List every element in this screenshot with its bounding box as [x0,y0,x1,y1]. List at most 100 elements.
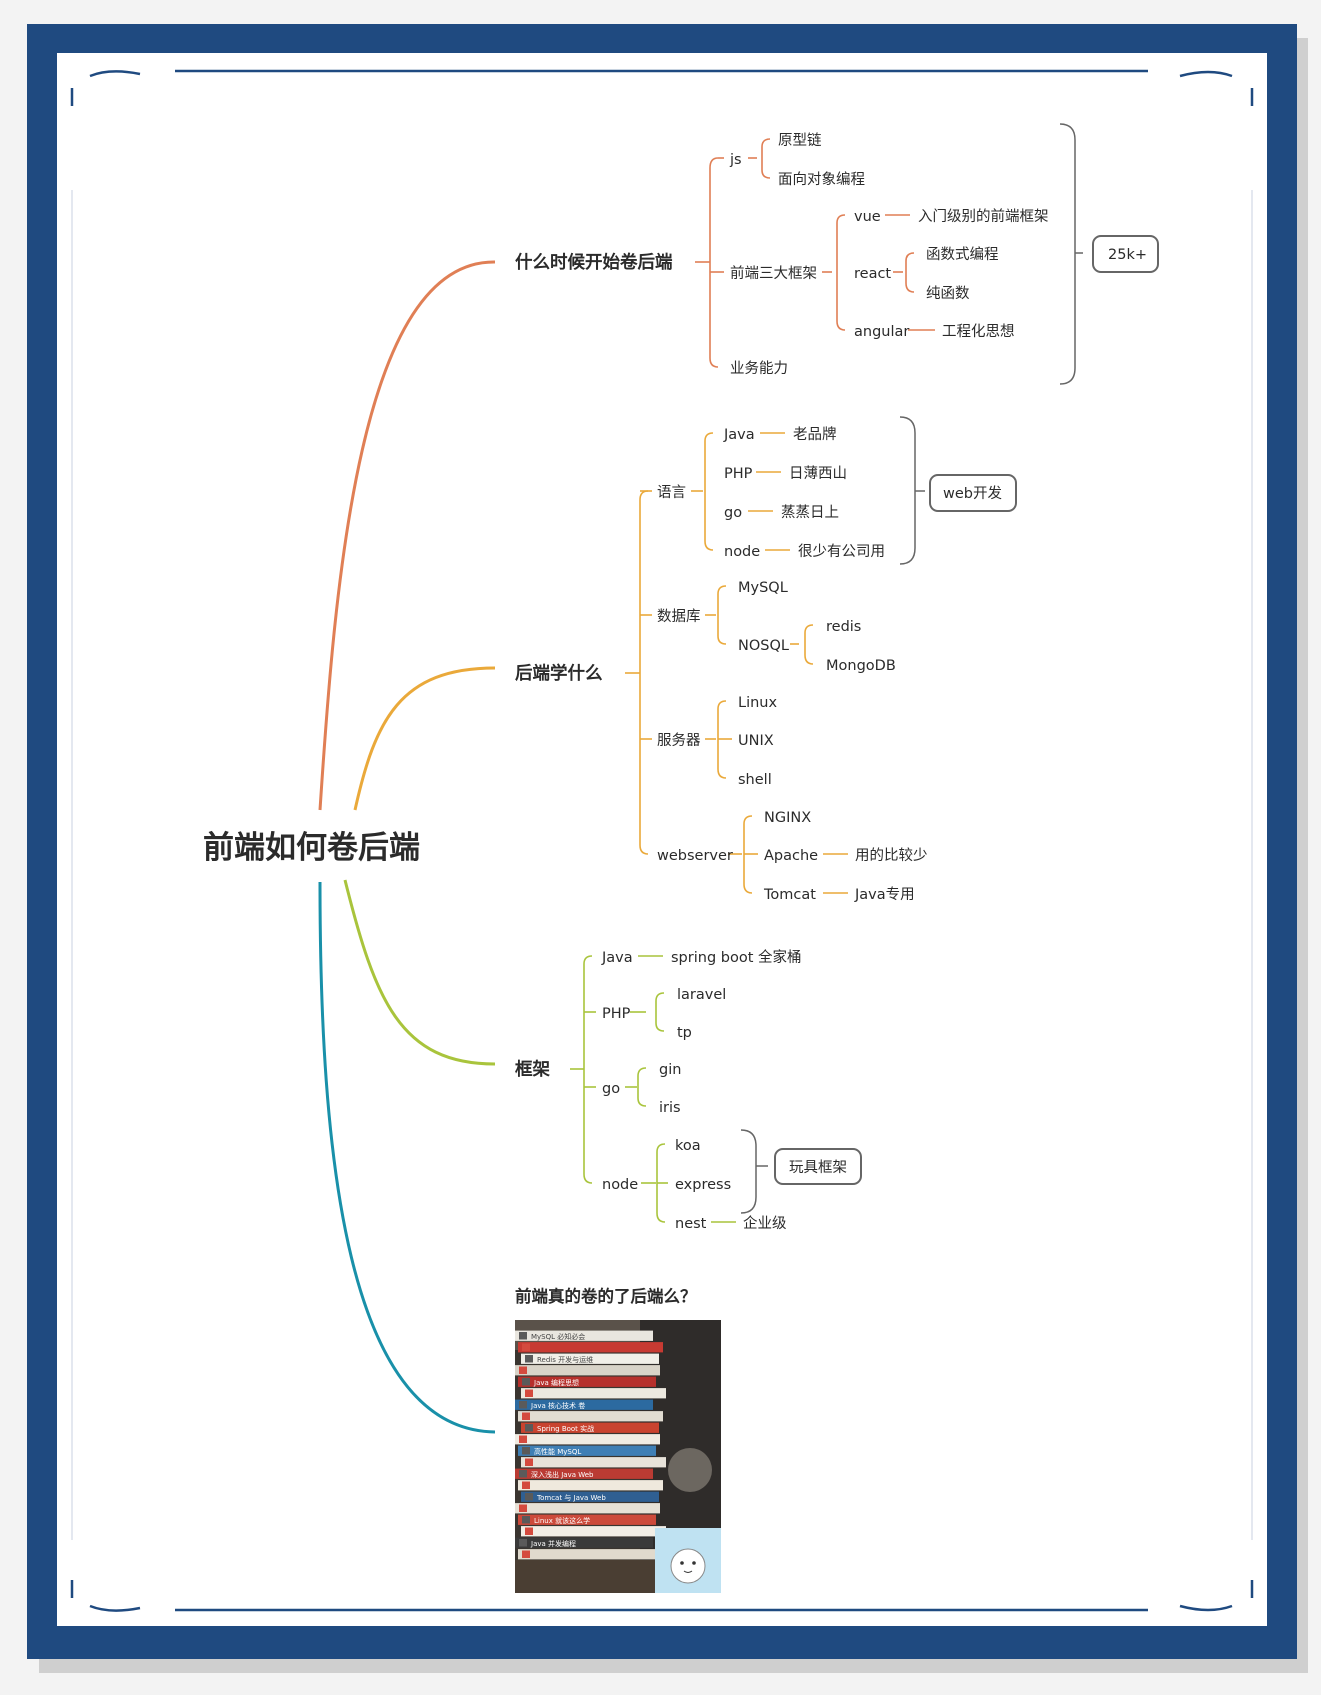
book-spine-band [522,1550,530,1558]
book-spine-band [519,1539,527,1547]
book-spine [518,1376,656,1387]
book-spine-band [522,1378,530,1386]
book-spine-band [525,1389,533,1397]
node-mongodb: MongoDB [826,658,896,674]
node-unix: UNIX [738,733,774,749]
node-tomcat-note: Java专用 [854,886,915,903]
book-spine-band [519,1366,527,1374]
book-spine-band [519,1504,527,1512]
book-title: Linux 就该这么学 [534,1516,590,1525]
branch-curve-3 [343,879,496,1066]
book-spine [515,1537,653,1548]
node-lang-node-note: 很少有公司用 [798,543,885,560]
book-spine-band [519,1470,527,1478]
book-spine-band [519,1435,527,1443]
summary-tag-toy [774,1148,862,1185]
node-frameworks: 前端三大框架 [730,265,817,282]
branch-curve-1 [318,260,496,811]
book-title: Tomcat 与 Java Web [536,1494,606,1502]
node-js-child-2: 面向对象编程 [778,171,865,188]
book-spine-band [522,1343,530,1351]
book-title: Spring Boot 实战 [537,1424,594,1433]
book-spine [521,1491,659,1502]
book-spine-band [525,1424,533,1432]
node-redis: redis [826,619,861,635]
node-fw-java: Java [601,950,633,966]
summary-tag-25k-label: 25k+ [1108,247,1147,263]
node-react: react [854,266,891,282]
summary-tag-toy-label: 玩具框架 [789,1159,847,1176]
node-react-child-2: 纯函数 [926,285,970,302]
node-fw-go: go [602,1081,620,1097]
central-topic: 前端如何卷后端 [203,830,420,866]
book-spine [515,1365,660,1376]
branch-curve-2 [353,666,496,811]
branch-curve-4 [318,881,496,1434]
node-database: 数据库 [657,608,701,625]
node-fw-php: PHP [602,1006,631,1022]
node-nest-note: 企业级 [743,1214,787,1232]
book-spine [521,1422,659,1433]
book-spine-band [525,1458,533,1466]
node-nest: nest [675,1216,707,1232]
paper-ornament [70,69,1254,1612]
book-title: Java 并发编程 [530,1539,576,1548]
branch-2-title: 后端学什么 [515,663,603,684]
node-lang-node: node [724,544,760,560]
book-spine-band [522,1516,530,1524]
node-angular-note: 工程化思想 [942,323,1015,340]
book-title: Redis 开发与运维 [537,1355,593,1364]
book-title: Java 核心技术 卷 [530,1401,585,1410]
book-spine-band [522,1412,530,1420]
node-shell: shell [738,772,772,788]
book-spine [518,1514,656,1525]
book-spine [518,1549,663,1560]
node-apache-note: 用的比较少 [855,846,928,864]
book-spine [518,1445,656,1456]
branch-1-title: 什么时候开始卷后端 [515,252,673,273]
book-spine [518,1411,663,1422]
branch-3 [570,955,768,1223]
book-stack-photo: MySQL 必知必会 Redis 开发与运维 Java 编程思想 Java 核心技术 … [515,1320,721,1593]
book-spine [521,1526,666,1537]
node-vue-note: 入门级别的前端框架 [918,208,1049,225]
node-lang-java: Java [723,427,755,443]
node-business: 业务能力 [730,360,788,377]
node-fw-node: node [602,1177,638,1193]
summary-tag-25k [1092,235,1159,273]
node-lang-go-note: 蒸蒸日上 [781,504,839,521]
book-spine [521,1353,659,1364]
node-tomcat: Tomcat [763,887,816,903]
node-lang-go: go [724,505,742,521]
node-nginx: NGINX [764,810,811,826]
book-title: Java 编程思想 [533,1378,579,1387]
node-express: express [675,1177,731,1193]
node-lang-php: PHP [724,466,753,482]
branch-3-title: 框架 [515,1059,550,1080]
node-js: js [729,152,742,168]
node-react-child-1: 函数式编程 [926,246,999,263]
node-tp: tp [677,1025,692,1041]
node-angular: angular [854,324,909,340]
branch-2 [625,416,925,894]
node-gin: gin [659,1062,681,1078]
node-mysql: MySQL [738,580,788,596]
node-vue: vue [854,209,881,225]
node-iris: iris [659,1100,681,1116]
node-nosql: NOSQL [738,638,789,654]
node-server: 服务器 [657,732,701,749]
book-spine-band [525,1493,533,1501]
node-lang-php-note: 日薄西山 [789,465,847,482]
book-stack: MySQL 必知必会 Redis 开发与运维 Java 编程思想 Java 核心技术 … [515,1330,666,1560]
node-language: 语言 [657,484,686,501]
book-title: MySQL 必知必会 [531,1332,585,1341]
book-spine-band [522,1447,530,1455]
book-spine [518,1342,663,1353]
book-spine [515,1399,653,1410]
book-spine-band [519,1332,527,1340]
node-koa: koa [675,1138,701,1154]
book-spine [515,1330,653,1341]
book-title: 高性能 MySQL [534,1447,581,1456]
summary-tag-web [929,474,1017,512]
